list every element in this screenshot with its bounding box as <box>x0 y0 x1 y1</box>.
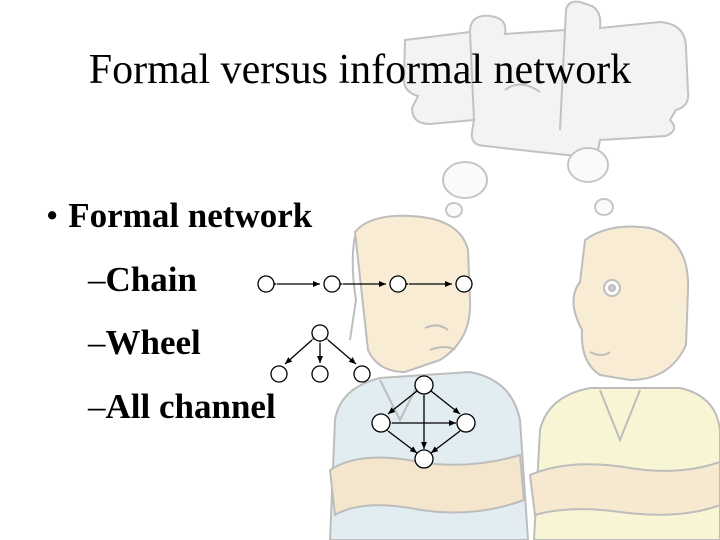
bullet-formal-network: •Formal network <box>46 194 312 238</box>
chain-node <box>257 275 275 293</box>
sub-item-all-channel: –All channel <box>88 385 276 429</box>
sub-item-chain: –Chain <box>88 258 197 302</box>
sub-item-label: Wheel <box>105 323 201 362</box>
puzzle-thought-bubble-icon <box>402 0 690 160</box>
man-right-icon <box>528 225 720 540</box>
all-channel-edge <box>423 384 461 415</box>
all-channel-edge <box>430 424 468 454</box>
chain-node <box>389 275 407 293</box>
sub-item-wheel: –Wheel <box>88 321 201 365</box>
wheel-diagram <box>270 324 371 383</box>
sub-item-label: All channel <box>105 387 276 426</box>
chain-node <box>323 275 341 293</box>
all-channel-edge <box>380 424 418 454</box>
bullet-text: Formal network <box>68 196 313 235</box>
sub-item-label: Chain <box>105 260 197 299</box>
sub-item-dash: – <box>88 260 106 299</box>
wheel-node <box>311 324 329 342</box>
sub-item-dash: – <box>88 323 106 362</box>
wheel-edge <box>284 333 320 365</box>
wheel-node <box>311 365 329 383</box>
all-channel-node <box>414 449 434 469</box>
wheel-node <box>353 365 371 383</box>
all-channel-node <box>456 413 476 433</box>
thought-bubbles <box>442 147 614 218</box>
all-channel-edge <box>387 384 425 415</box>
all-channel-diagram <box>371 375 476 469</box>
wheel-node <box>270 365 288 383</box>
chain-diagram <box>257 275 473 293</box>
wheel-edge <box>320 333 357 365</box>
all-channel-node <box>414 375 434 395</box>
bullet-symbol: • <box>46 196 59 235</box>
all-channel-node <box>371 413 391 433</box>
sub-item-dash: – <box>88 387 106 426</box>
chain-node <box>455 275 473 293</box>
slide-title: Formal versus informal network <box>88 47 632 93</box>
